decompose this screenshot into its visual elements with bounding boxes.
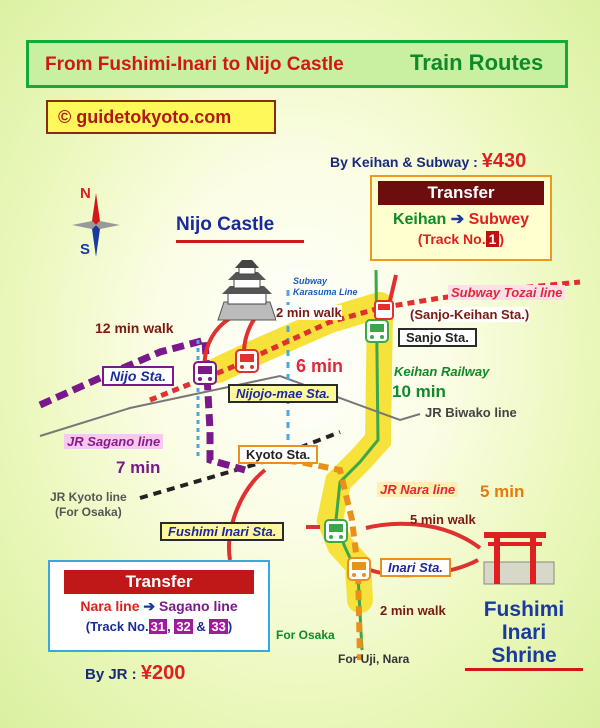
sanjo-station-label[interactable]: Sanjo Sta. (398, 328, 477, 347)
subway-karasuma-line1: Subway (293, 276, 328, 286)
transfer-bottom-from: Nara line (80, 598, 140, 614)
inari-station-label[interactable]: Inari Sta. (380, 558, 451, 577)
jr-fare-price: ¥200 (140, 662, 186, 684)
credit-badge[interactable]: © guidetokyoto.com (46, 100, 276, 134)
transfer-top-track: (Track No.1) (372, 231, 550, 247)
arrow-icon: ➔ (143, 598, 156, 614)
subway-karasuma-line2: Karasuma Line (293, 287, 358, 297)
train-icon[interactable] (323, 518, 349, 551)
compass-rose (72, 193, 120, 257)
compass-north: N (80, 185, 91, 202)
walk-12-label: 12 min walk (95, 320, 174, 336)
fushimi-line3: Shrine (491, 644, 557, 667)
sanjo-keihan-label: (Sanjo-Keihan Sta.) (410, 307, 530, 322)
fushimi-line2: Inari (501, 621, 547, 644)
time-5-label: 5 min (480, 482, 525, 501)
transfer-bottom-track-close: ) (227, 619, 233, 634)
transfer-top-track-label: (Track No. (417, 231, 486, 247)
title-banner (26, 40, 568, 88)
walk-2-top-label: 2 min walk (276, 305, 342, 320)
torii-gate-icon (483, 532, 555, 585)
walk-2-bottom-label: 2 min walk (380, 603, 446, 618)
transfer-top-track-close: ) (499, 231, 505, 247)
keihan-fare-price: ¥430 (481, 150, 527, 172)
transfer-top-to: Subwey (468, 211, 530, 228)
jr-sagano-label: JR Sagano line (64, 434, 164, 449)
jr-biwako-line (39, 374, 421, 437)
for-uji-label: For Uji, Nara (338, 652, 410, 666)
track-33: 33 (209, 619, 228, 634)
title-main: From Fushimi-Inari to Nijo Castle (45, 54, 344, 75)
train-icon[interactable] (374, 300, 394, 325)
jr-kyoto-line (139, 430, 341, 500)
keihan-railway-label: Keihan Railway (394, 364, 490, 379)
transfer-bottom-panel: Transfer Nara line ➔ Sagano line (Track … (48, 560, 270, 652)
transfer-bottom-sep1: , (167, 619, 171, 634)
walk-arrow-fushimi (365, 521, 482, 550)
compass-icon: N S (66, 183, 126, 263)
time-10-label: 10 min (392, 382, 446, 401)
nijo-station-label[interactable]: Nijo Sta. (102, 366, 175, 386)
subway-tozai-label: Subway Tozai line (448, 285, 566, 300)
shrine-underline (465, 668, 583, 671)
jr-fare-label: By JR : (85, 666, 137, 683)
train-icon[interactable] (192, 360, 218, 393)
train-icon[interactable] (364, 318, 390, 351)
transfer-arrow-bottom (227, 468, 267, 561)
fushimi-inari-shrine-label: Fushimi Inari Shrine (465, 598, 583, 667)
time-6-label: 6 min (296, 356, 344, 376)
keihan-fare: By Keihan & Subway : ¥430 (330, 150, 526, 173)
jr-kyoto-label: JR Kyoto line (For Osaka) (50, 490, 127, 520)
jr-sagano-line (38, 335, 246, 474)
walk-5-label: 5 min walk (410, 512, 476, 527)
track-32: 32 (174, 619, 193, 634)
fushimi-line1: Fushimi (483, 598, 565, 621)
kyoto-station-label[interactable]: Kyoto Sta. (238, 445, 319, 464)
keihan-fare-label: By Keihan & Subway : (330, 154, 478, 170)
jr-nara-label: JR Nara line (377, 482, 459, 497)
transfer-top-track-num: 1 (485, 231, 500, 247)
track-31: 31 (148, 619, 168, 634)
transfer-bottom-to: Sagano line (159, 598, 238, 614)
nijo-castle-label: Nijo Castle (176, 214, 275, 235)
title-sub: Train Routes (410, 50, 544, 75)
nijojo-mae-station-label[interactable]: Nijojo-mae Sta. (228, 384, 338, 403)
transfer-bottom-track: (Track No.31, 32 & 33) (50, 619, 268, 634)
jr-biwako-label: JR Biwako line (425, 405, 517, 420)
transfer-top-head: Transfer (378, 181, 544, 205)
castle-icon (217, 260, 277, 321)
transfer-bottom-head: Transfer (64, 570, 254, 594)
train-icon[interactable] (234, 348, 260, 381)
arrow-icon: ➔ (450, 211, 465, 228)
transfer-bottom-track-label: (Track No. (85, 619, 149, 634)
subway-karasuma-label: Subway Karasuma Line (293, 276, 358, 298)
jr-kyoto-line1: JR Kyoto line (50, 490, 127, 504)
time-7-label: 7 min (116, 458, 161, 477)
compass-south: S (80, 241, 91, 258)
transfer-bottom-route: Nara line ➔ Sagano line (50, 598, 268, 615)
for-osaka-label: For Osaka (276, 628, 335, 642)
transfer-top-route: Keihan ➔ Subwey (372, 209, 550, 229)
transfer-bottom-sep2: & (196, 619, 206, 634)
nijo-castle-underline (176, 240, 304, 243)
transfer-top-from: Keihan (392, 211, 447, 228)
jr-kyoto-line2: (For Osaka) (55, 505, 122, 519)
fushimi-inari-station-label[interactable]: Fushimi Inari Sta. (160, 522, 285, 541)
transfer-top-panel: Transfer Keihan ➔ Subwey (Track No.1) (370, 175, 552, 261)
jr-fare: By JR : ¥200 (85, 662, 185, 685)
train-icon[interactable] (346, 556, 372, 589)
